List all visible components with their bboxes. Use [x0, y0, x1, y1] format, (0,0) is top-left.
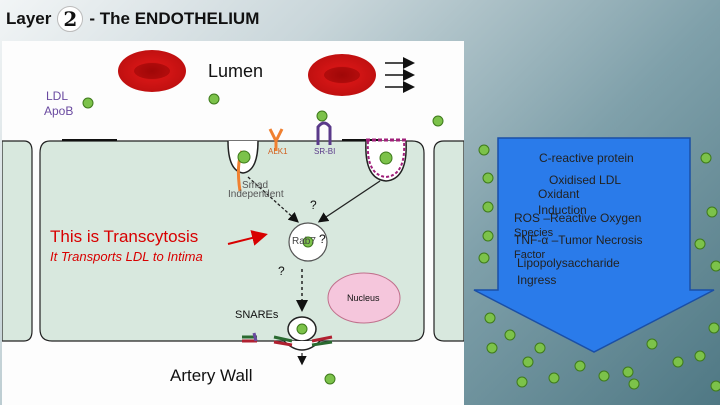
title-suffix: - The ENDOTHELIUM	[89, 9, 260, 28]
rab7-label: Rab7	[292, 236, 316, 247]
factor-lps: Lipopolysaccharide	[517, 256, 620, 270]
nucleus-label: Nucleus	[347, 293, 380, 303]
question-mark-top: ?	[310, 198, 317, 212]
srbi-receptor	[316, 121, 332, 145]
smad-label-line1: Smad	[242, 180, 269, 191]
transcytosis-label: This is Transcytosis	[50, 227, 199, 246]
alk1-label: ALK1	[268, 147, 288, 156]
endothelium-diagram: Lumen LDL ApoB ALK1 SR-BI Smad Independe…	[2, 41, 464, 405]
transports-ldl-label: It Transports LDL to Intima	[50, 249, 203, 264]
ldl-legend-label: LDL	[46, 89, 69, 103]
diagram-svg	[2, 50, 464, 385]
factor-species: Species	[514, 227, 554, 239]
title-prefix: Layer	[6, 9, 52, 28]
lumen-label: Lumen	[208, 61, 264, 81]
big-blue-down-arrow	[473, 137, 715, 353]
endothelial-cell-main	[39, 140, 425, 342]
factor-tnf: TNF-α –Tumor Necrosis	[514, 233, 643, 247]
factor-ingress: Ingress	[517, 273, 557, 287]
apob-legend-label: ApoB	[44, 104, 74, 118]
right-ldl-particles	[478, 144, 720, 392]
ldl-particles	[82, 93, 444, 385]
question-mark-rab7: ?	[319, 232, 326, 246]
red-blood-cell-left	[118, 50, 186, 92]
right-side-graphics	[473, 137, 720, 392]
blood-flow-arrows	[385, 57, 415, 93]
factor-oxidised-ldl: Oxidised LDL	[549, 173, 622, 187]
smad-label-line2: Independent	[228, 189, 284, 200]
alk1-receptor	[268, 128, 284, 151]
factor-induction: Induction	[538, 203, 587, 217]
factor-factor: Factor	[514, 249, 546, 261]
endothelial-cell-right	[433, 140, 464, 342]
factor-crp: C-reactive protein	[539, 151, 634, 165]
question-mark-bottom: ?	[278, 264, 285, 278]
artery-wall-label: Artery Wall	[170, 366, 253, 385]
factor-ros: ROS –Reactive Oxygen	[514, 211, 642, 225]
factor-oxidant: Oxidant	[538, 187, 580, 201]
slide-title: Layer 2 - The ENDOTHELIUM	[6, 6, 259, 32]
layer-number-badge: 2	[57, 6, 84, 32]
red-blood-cell-right	[308, 54, 376, 96]
snares-label: SNAREs	[235, 309, 279, 321]
endothelial-cell-left	[2, 140, 33, 342]
srbi-label: SR-BI	[314, 147, 336, 156]
nucleus	[327, 272, 401, 324]
